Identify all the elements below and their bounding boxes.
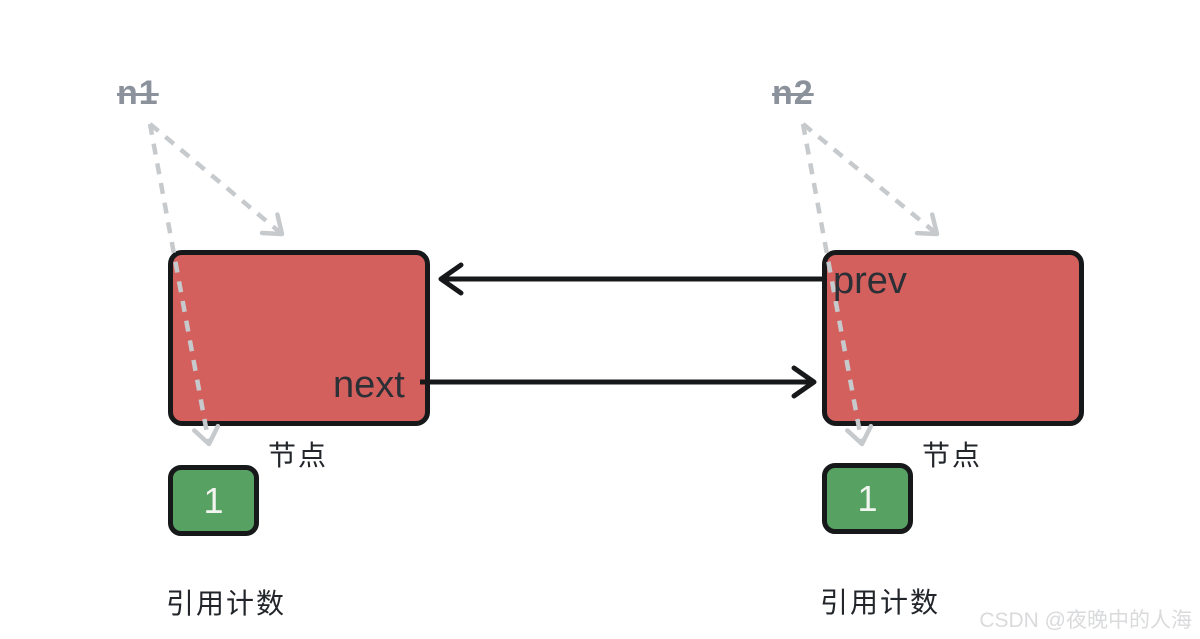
node-caption-right: 节点 <box>922 440 983 471</box>
refcount-box-right: 1 <box>822 463 913 534</box>
refcount-value-left: 1 <box>203 479 224 521</box>
prev-field-label: prev <box>833 260 907 302</box>
n2-to-node-dashed-arrow <box>801 122 940 237</box>
refcount-caption-right: 引用计数 <box>820 587 941 618</box>
watermark: CSDN @夜晚中的人海 <box>979 609 1192 632</box>
node-caption-left: 节点 <box>268 440 329 471</box>
n1-pointer-label: n1 <box>117 74 159 112</box>
n2-pointer-label: n2 <box>772 74 814 112</box>
n1-to-node-dashed-arrow <box>148 122 285 237</box>
refcount-caption-left: 引用计数 <box>166 588 287 619</box>
refcount-value-right: 1 <box>857 477 878 519</box>
node-box-left <box>168 250 430 426</box>
refcount-box-left: 1 <box>168 465 259 536</box>
next-field-label: next <box>333 364 405 406</box>
